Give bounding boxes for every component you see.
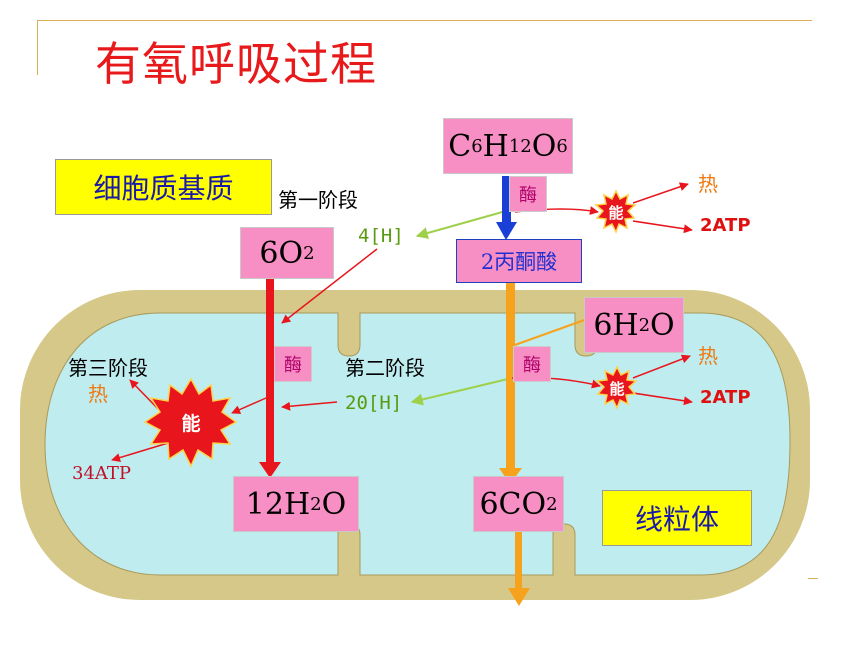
water-in-h: 6H	[593, 307, 639, 343]
glucose-h-sub: 12	[508, 135, 532, 157]
enzyme-second-box: 酶	[513, 346, 551, 382]
pyruvate-arrow-shaft	[506, 280, 515, 472]
second-hydrogen-to-oxygen-arrow	[281, 401, 338, 411]
co2-formula: 6CO	[479, 486, 547, 522]
glucose-h: H	[482, 128, 509, 164]
glucose-o: O	[531, 128, 557, 164]
frame-left-line	[37, 20, 38, 75]
glucose-o-sub: 6	[556, 135, 568, 157]
glucose-c: C	[448, 128, 472, 164]
hydrogen-arrow-first	[415, 210, 507, 239]
atp-second-label: 2ATP	[700, 387, 751, 408]
hydrogen-second-label: 20[H]	[345, 392, 403, 414]
water-out-sub: 2	[310, 493, 322, 515]
frame-corner-mark	[808, 578, 818, 579]
oxygen-arrow-head	[259, 462, 281, 478]
energy-label-second: 能	[609, 380, 624, 398]
co2-sub: 2	[546, 493, 558, 515]
oxygen-arrow-shaft	[266, 275, 274, 467]
energy-burst-first	[594, 189, 637, 234]
heat-third-label: 热	[88, 382, 108, 406]
hydrogen-arrow-second	[410, 377, 513, 406]
energy-to-heat-second-arrow	[632, 354, 691, 379]
stage-first-label: 第一阶段	[278, 188, 358, 212]
hydrogen-first-label: 4[H]	[358, 225, 404, 247]
energy-to-atp-second-arrow	[632, 392, 693, 406]
frame-top-line	[37, 20, 812, 21]
heat-second-label: 热	[698, 344, 718, 368]
glucose-arrow-head	[496, 222, 517, 240]
mitochondria-label: 线粒体	[602, 490, 752, 546]
enzyme-third-box: 酶	[274, 346, 312, 382]
water-in-sub: 2	[638, 314, 651, 336]
energy-burst-second	[595, 365, 638, 410]
water-in-line	[511, 317, 591, 347]
co2-exit-head	[508, 588, 530, 606]
energy-burst-third	[143, 377, 238, 468]
energy-label-third: 能	[181, 412, 200, 435]
oxygen-to-energy-arrow	[231, 397, 267, 414]
oxygen-sub: 2	[303, 242, 315, 264]
stage-second-label: 第二阶段	[345, 356, 425, 380]
hydrogen-to-oxygen-arrow	[281, 248, 378, 324]
water-in-o: O	[650, 307, 675, 343]
enzyme-first-box: 酶	[509, 176, 547, 212]
heat-first-label: 热	[698, 172, 718, 196]
oxygen-formula: 6O	[259, 235, 304, 271]
atp-first-label: 2ATP	[700, 215, 751, 236]
energy-to-atp-first-arrow	[632, 220, 693, 234]
pyruvate-box: 2丙酮酸	[456, 239, 582, 283]
water-out-h: 12H	[245, 486, 311, 522]
glucose-c-sub: 6	[471, 135, 483, 157]
cytoplasm-label: 细胞质基质	[55, 159, 272, 215]
energy-to-heat-first-arrow	[632, 182, 689, 204]
stage-third-label: 第三阶段	[68, 356, 148, 380]
energy-to-atp-third-arrow	[111, 442, 169, 462]
energy-label-first: 能	[608, 204, 623, 222]
water-out-o: O	[321, 486, 347, 522]
co2-exit-shaft	[515, 530, 522, 590]
page-title: 有氧呼吸过程	[95, 37, 377, 91]
atp-third-label: 34ATP	[72, 463, 132, 484]
glucose-arrow-shaft	[502, 176, 511, 223]
